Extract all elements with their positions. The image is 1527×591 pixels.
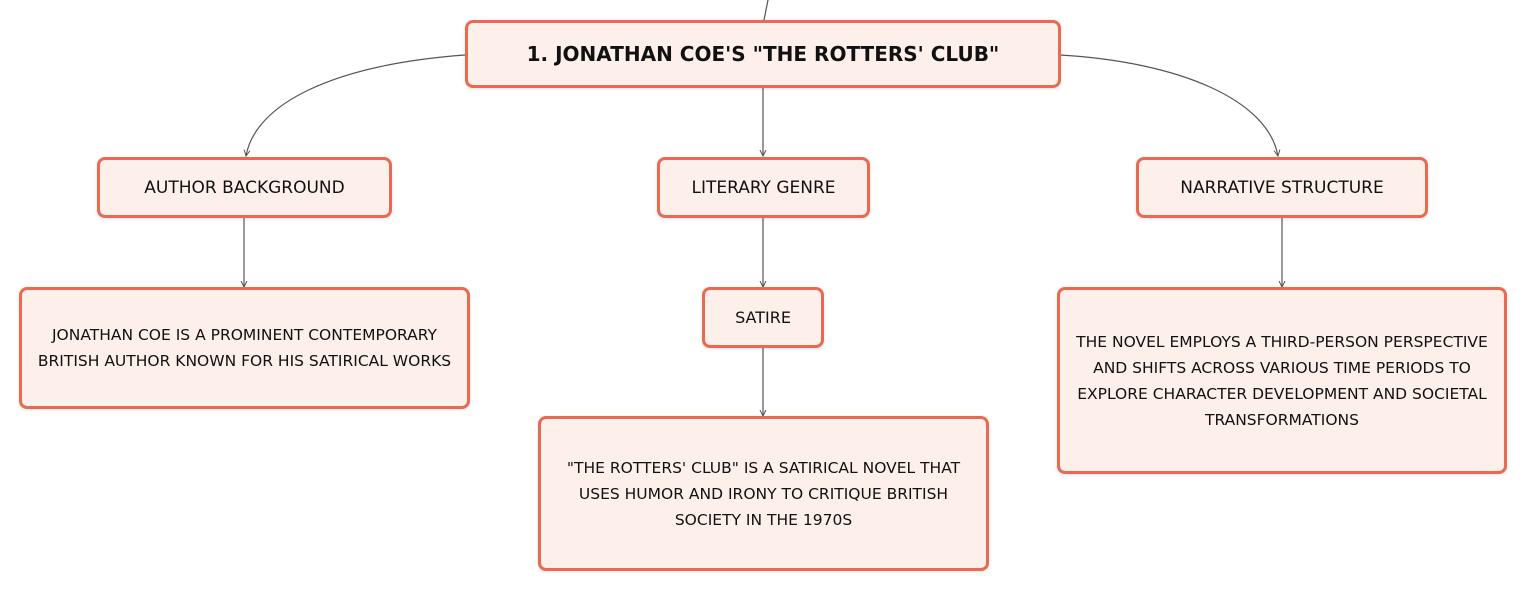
literary-genre-node[interactable]: LITERARY GENRE (657, 157, 870, 218)
satire-description-text: "THE ROTTERS' CLUB" IS A SATIRICAL NOVEL… (566, 458, 961, 529)
root-topic-node[interactable]: 1. JONATHAN COE'S "THE ROTTERS' CLUB" (465, 20, 1061, 88)
narrative-description-text: THE NOVEL EMPLOYS A THIRD-PERSON PERSPEC… (1076, 332, 1488, 429)
author-description-text: JONATHAN COE IS A PROMINENT CONTEMPORARY… (37, 326, 452, 370)
satire-node[interactable]: SATIRE (702, 287, 824, 348)
root-topic-label: 1. JONATHAN COE'S "THE ROTTERS' CLUB" (526, 42, 1000, 66)
author-description-node[interactable]: JONATHAN COE IS A PROMINENT CONTEMPORARY… (19, 287, 470, 409)
narrative-description-node[interactable]: THE NOVEL EMPLOYS A THIRD-PERSON PERSPEC… (1057, 287, 1507, 474)
satire-description-node[interactable]: "THE ROTTERS' CLUB" IS A SATIRICAL NOVEL… (538, 416, 989, 571)
author-background-label: AUTHOR BACKGROUND (144, 177, 345, 198)
author-background-node[interactable]: AUTHOR BACKGROUND (97, 157, 392, 218)
literary-genre-label: LITERARY GENRE (691, 177, 836, 198)
connector-root-author (246, 54, 466, 156)
satire-label: SATIRE (735, 308, 791, 327)
narrative-structure-node[interactable]: NARRATIVE STRUCTURE (1136, 157, 1428, 218)
narrative-structure-label: NARRATIVE STRUCTURE (1180, 177, 1384, 198)
connector-incoming (763, 0, 769, 21)
connector-root-narrative (1059, 54, 1278, 156)
